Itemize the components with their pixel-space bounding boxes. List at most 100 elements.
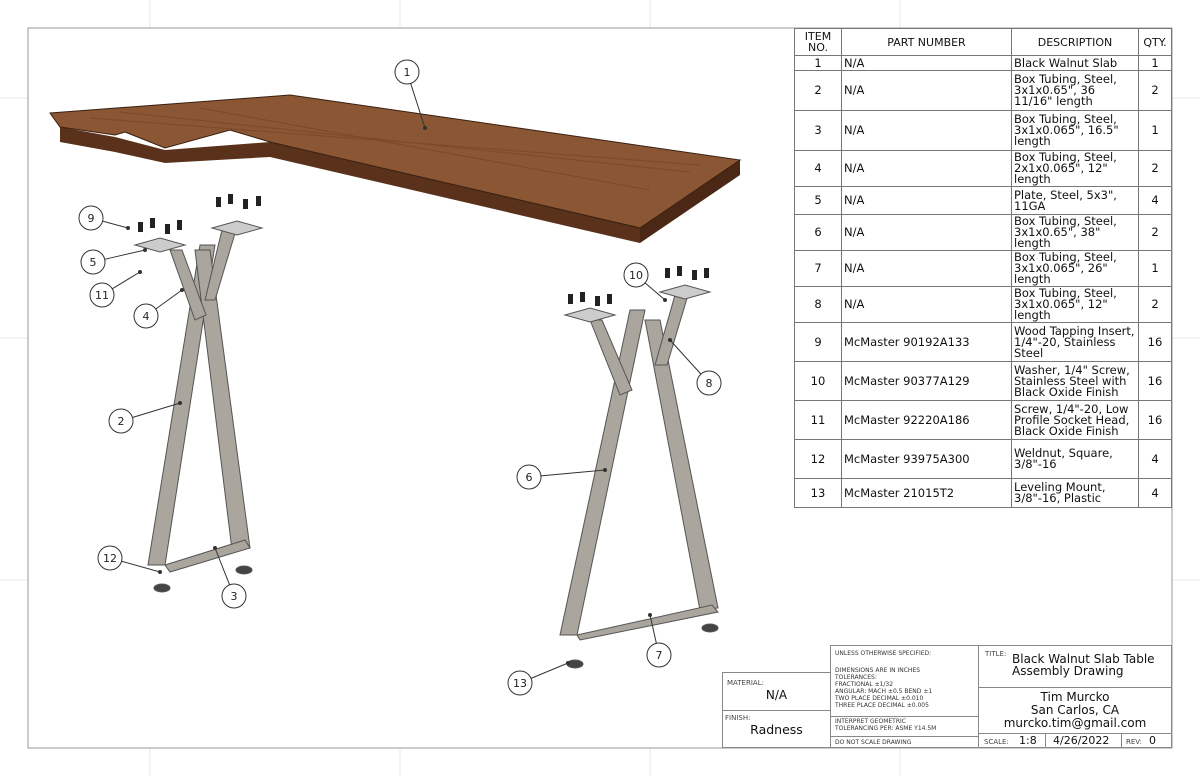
header-qty: QTY. xyxy=(1138,28,1172,56)
material-value: N/A xyxy=(765,688,788,702)
bom-item: 4 xyxy=(794,150,842,187)
bom-qty: 16 xyxy=(1138,322,1172,362)
balloon-5: 5 xyxy=(80,248,147,275)
left-leg xyxy=(133,220,264,593)
balloon-label: 4 xyxy=(143,310,150,323)
leader-line xyxy=(530,662,569,679)
balloon-label: 12 xyxy=(103,552,117,565)
bom-qty: 16 xyxy=(1138,361,1172,401)
balloon-2: 2 xyxy=(108,401,182,434)
balloon-label: 6 xyxy=(526,471,533,484)
balloon-4: 4 xyxy=(133,288,184,329)
balloon-label: 10 xyxy=(629,269,643,282)
material-box: MATERIAL: N/A xyxy=(722,672,831,711)
bom-desc: Box Tubing, Steel, 3x1x0.65", 38" length xyxy=(1011,214,1139,251)
balloon-1: 1 xyxy=(394,59,427,130)
fasteners xyxy=(138,194,709,306)
leader-line xyxy=(112,271,141,290)
bom-qty: 1 xyxy=(1138,55,1172,71)
bom-part: McMaster 93975A300 xyxy=(841,439,1012,479)
leader-line xyxy=(121,560,161,573)
leader-line xyxy=(540,469,606,477)
bom-desc: Leveling Mount, 3/8"-16, Plastic xyxy=(1011,478,1139,508)
header-desc: DESCRIPTION xyxy=(1011,28,1139,56)
bom-part: N/A xyxy=(841,286,1012,323)
bom-item: 7 xyxy=(794,250,842,287)
title-box: TITLE: Black Walnut Slab Table Assembly … xyxy=(978,645,1172,688)
bom-desc: Screw, 1/4"-20, Low Profile Socket Head,… xyxy=(1011,400,1139,440)
bom-desc: Box Tubing, Steel, 2x1x0.065", 12" lengt… xyxy=(1011,150,1139,187)
balloon-label: 3 xyxy=(231,590,238,603)
balloon-11: 11 xyxy=(89,270,142,308)
right-leg xyxy=(559,284,719,669)
bom-desc: Plate, Steel, 5x3", 11GA xyxy=(1011,186,1139,215)
bom-item: 5 xyxy=(794,186,842,215)
bom-item: 8 xyxy=(794,286,842,323)
balloon-label: 1 xyxy=(404,66,411,79)
balloon-3: 3 xyxy=(213,546,247,609)
bom-part: N/A xyxy=(841,110,1012,151)
bom-part: McMaster 90192A133 xyxy=(841,322,1012,362)
leader-line xyxy=(104,249,146,260)
bom-desc: Washer, 1/4" Screw, Stainless Steel with… xyxy=(1011,361,1139,401)
balloon-10: 10 xyxy=(623,262,667,302)
bom-qty: 4 xyxy=(1138,439,1172,479)
bom-part: N/A xyxy=(841,55,1012,71)
bom-part: McMaster 92220A186 xyxy=(841,400,1012,440)
no-scale-box: DO NOT SCALE DRAWING xyxy=(830,736,979,748)
leader-line xyxy=(649,614,657,644)
finish-value: Radness xyxy=(750,722,803,737)
leader-line xyxy=(155,289,183,310)
finish-box: FINISH: Radness xyxy=(722,710,831,748)
bom-desc: Black Walnut Slab xyxy=(1011,55,1139,71)
balloon-13: 13 xyxy=(507,661,570,696)
balloon-9: 9 xyxy=(78,205,130,231)
bom-item: 13 xyxy=(794,478,842,508)
bom-desc: Box Tubing, Steel, 3x1x0.065", 16.5" len… xyxy=(1011,110,1139,151)
bom-item: 6 xyxy=(794,214,842,251)
bom-item: 10 xyxy=(794,361,842,401)
bom-item: 3 xyxy=(794,110,842,151)
balloon-label: 7 xyxy=(656,649,663,662)
leader-line xyxy=(214,547,231,586)
bom-part: N/A xyxy=(841,250,1012,287)
tolerance-box: UNLESS OTHERWISE SPECIFIED: DIMENSIONS A… xyxy=(830,645,979,717)
bom-qty: 1 xyxy=(1138,250,1172,287)
balloon-7: 7 xyxy=(646,613,672,668)
drawing-subtitle: Assembly Drawing xyxy=(1012,664,1124,678)
balloon-6: 6 xyxy=(516,464,607,490)
header-item: ITEM NO. xyxy=(794,28,842,56)
leader-line xyxy=(102,220,129,229)
balloon-label: 9 xyxy=(88,212,95,225)
balloon-label: 8 xyxy=(706,377,713,390)
bom-item: 12 xyxy=(794,439,842,479)
bom-qty: 4 xyxy=(1138,478,1172,508)
bom-desc: Box Tubing, Steel, 3x1x0.065", 26" lengt… xyxy=(1011,250,1139,287)
bom-part: N/A xyxy=(841,214,1012,251)
header-part: PART NUMBER xyxy=(841,28,1012,56)
bom-desc: Box Tubing, Steel, 3x1x0.65", 36 11/16" … xyxy=(1011,70,1139,111)
bom-qty: 16 xyxy=(1138,400,1172,440)
leader-line xyxy=(644,282,666,301)
bom-qty: 2 xyxy=(1138,70,1172,111)
bom-part: N/A xyxy=(841,70,1012,111)
balloon-8: 8 xyxy=(668,338,722,396)
leader-line xyxy=(410,83,426,129)
balloon-label: 5 xyxy=(90,256,97,269)
bom-qty: 1 xyxy=(1138,110,1172,151)
bom-part: McMaster 21015T2 xyxy=(841,478,1012,508)
balloon-label: 13 xyxy=(513,677,527,690)
